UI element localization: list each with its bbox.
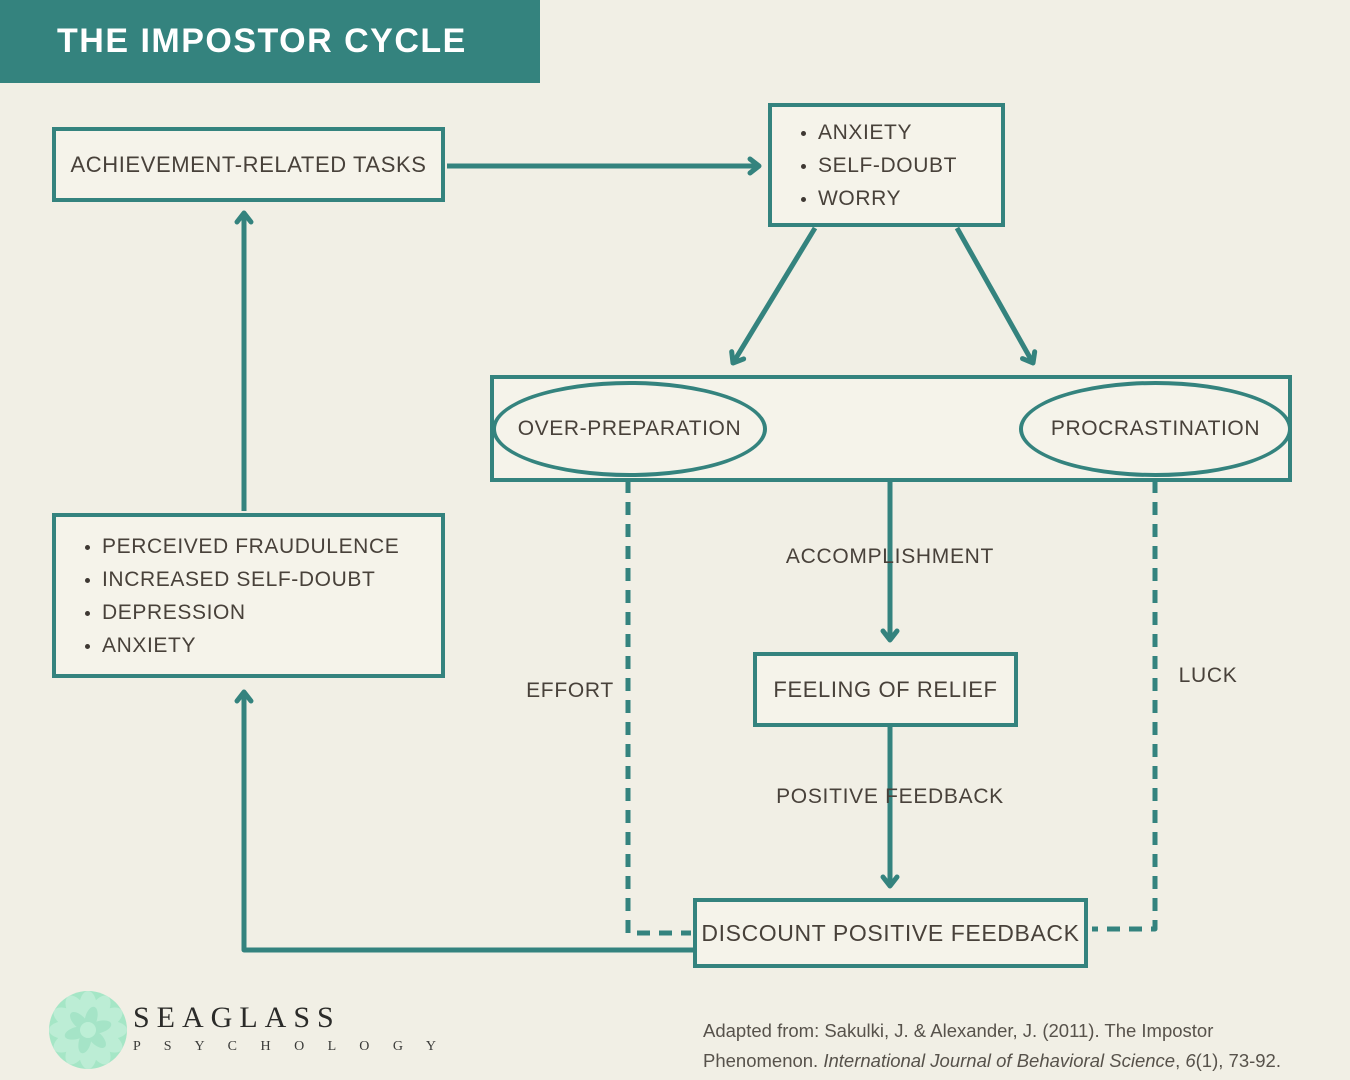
citation-journal-italic: International Journal of Behavioral Scie…	[823, 1050, 1176, 1071]
edge-label-luck: LUCK	[1178, 664, 1238, 687]
list-item: PERCEIVED FRAUDULENCE	[102, 530, 399, 563]
title-banner: THE IMPOSTOR CYCLE	[0, 0, 540, 83]
list-item: DEPRESSION	[102, 596, 399, 629]
brand-wordmark: SEAGLASS P S Y C H O L O G Y	[133, 1002, 446, 1055]
dashed-effort-line	[625, 480, 691, 936]
arrow-anxiety-to-procrastination	[954, 226, 1038, 366]
citation-text: Adapted from: Sakulki, J. & Alexander, J…	[703, 1020, 1214, 1041]
citation-text: (1), 73-92.	[1195, 1050, 1281, 1071]
node-over-preparation: OVER-PREPARATION	[492, 381, 767, 477]
aftermath-bullet-list: PERCEIVED FRAUDULENCE INCREASED SELF-DOU…	[56, 530, 399, 662]
node-procrastination: PROCRASTINATION	[1019, 381, 1292, 477]
anxiety-bullet-list: ANXIETY SELF-DOUBT WORRY	[772, 116, 957, 215]
arrow-loop-to-aftermath	[234, 689, 697, 953]
edge-label-effort: EFFORT	[526, 679, 614, 702]
brand-name: SEAGLASS	[133, 1001, 341, 1034]
edge-label-accomplishment: ACCOMPLISHMENT	[785, 545, 995, 568]
node-discount-positive-feedback-label: DISCOUNT POSITIVE FEEDBACK	[701, 919, 1080, 946]
dashed-luck-line	[1092, 480, 1158, 932]
citation: Adapted from: Sakulki, J. & Alexander, J…	[703, 1016, 1323, 1076]
citation-volume-italic: 6	[1185, 1050, 1196, 1071]
list-item: WORRY	[818, 182, 957, 215]
arrow-anxiety-to-overpreparation	[729, 226, 818, 366]
seaglass-logo-icon	[49, 991, 127, 1069]
node-feeling-of-relief-label: FEELING OF RELIEF	[773, 676, 998, 702]
node-feeling-of-relief: FEELING OF RELIEF	[753, 652, 1018, 727]
citation-text: Phenomenon.	[703, 1050, 824, 1071]
list-item: SELF-DOUBT	[818, 149, 957, 182]
citation-line1: Adapted from: Sakulki, J. & Alexander, J…	[703, 1016, 1323, 1046]
node-procrastination-label: PROCRASTINATION	[1050, 417, 1261, 440]
citation-line2: Phenomenon. International Journal of Beh…	[703, 1046, 1323, 1076]
node-over-preparation-label: OVER-PREPARATION	[517, 417, 742, 440]
citation-text: ,	[1175, 1050, 1186, 1071]
page-title: THE IMPOSTOR CYCLE	[57, 22, 467, 60]
node-anxiety-list: ANXIETY SELF-DOUBT WORRY	[768, 103, 1005, 227]
node-discount-positive-feedback: DISCOUNT POSITIVE FEEDBACK	[693, 898, 1088, 968]
list-item: ANXIETY	[818, 116, 957, 149]
list-item: INCREASED SELF-DOUBT	[102, 563, 399, 596]
list-item: ANXIETY	[102, 629, 399, 662]
node-aftermath-list: PERCEIVED FRAUDULENCE INCREASED SELF-DOU…	[52, 513, 445, 678]
brand-subtitle: P S Y C H O L O G Y	[133, 1039, 447, 1054]
node-achievement-tasks: ACHIEVEMENT-RELATED TASKS	[52, 127, 445, 202]
node-achievement-tasks-label: ACHIEVEMENT-RELATED TASKS	[70, 151, 427, 177]
edge-label-positive-feedback: POSITIVE FEEDBACK	[776, 785, 1004, 808]
